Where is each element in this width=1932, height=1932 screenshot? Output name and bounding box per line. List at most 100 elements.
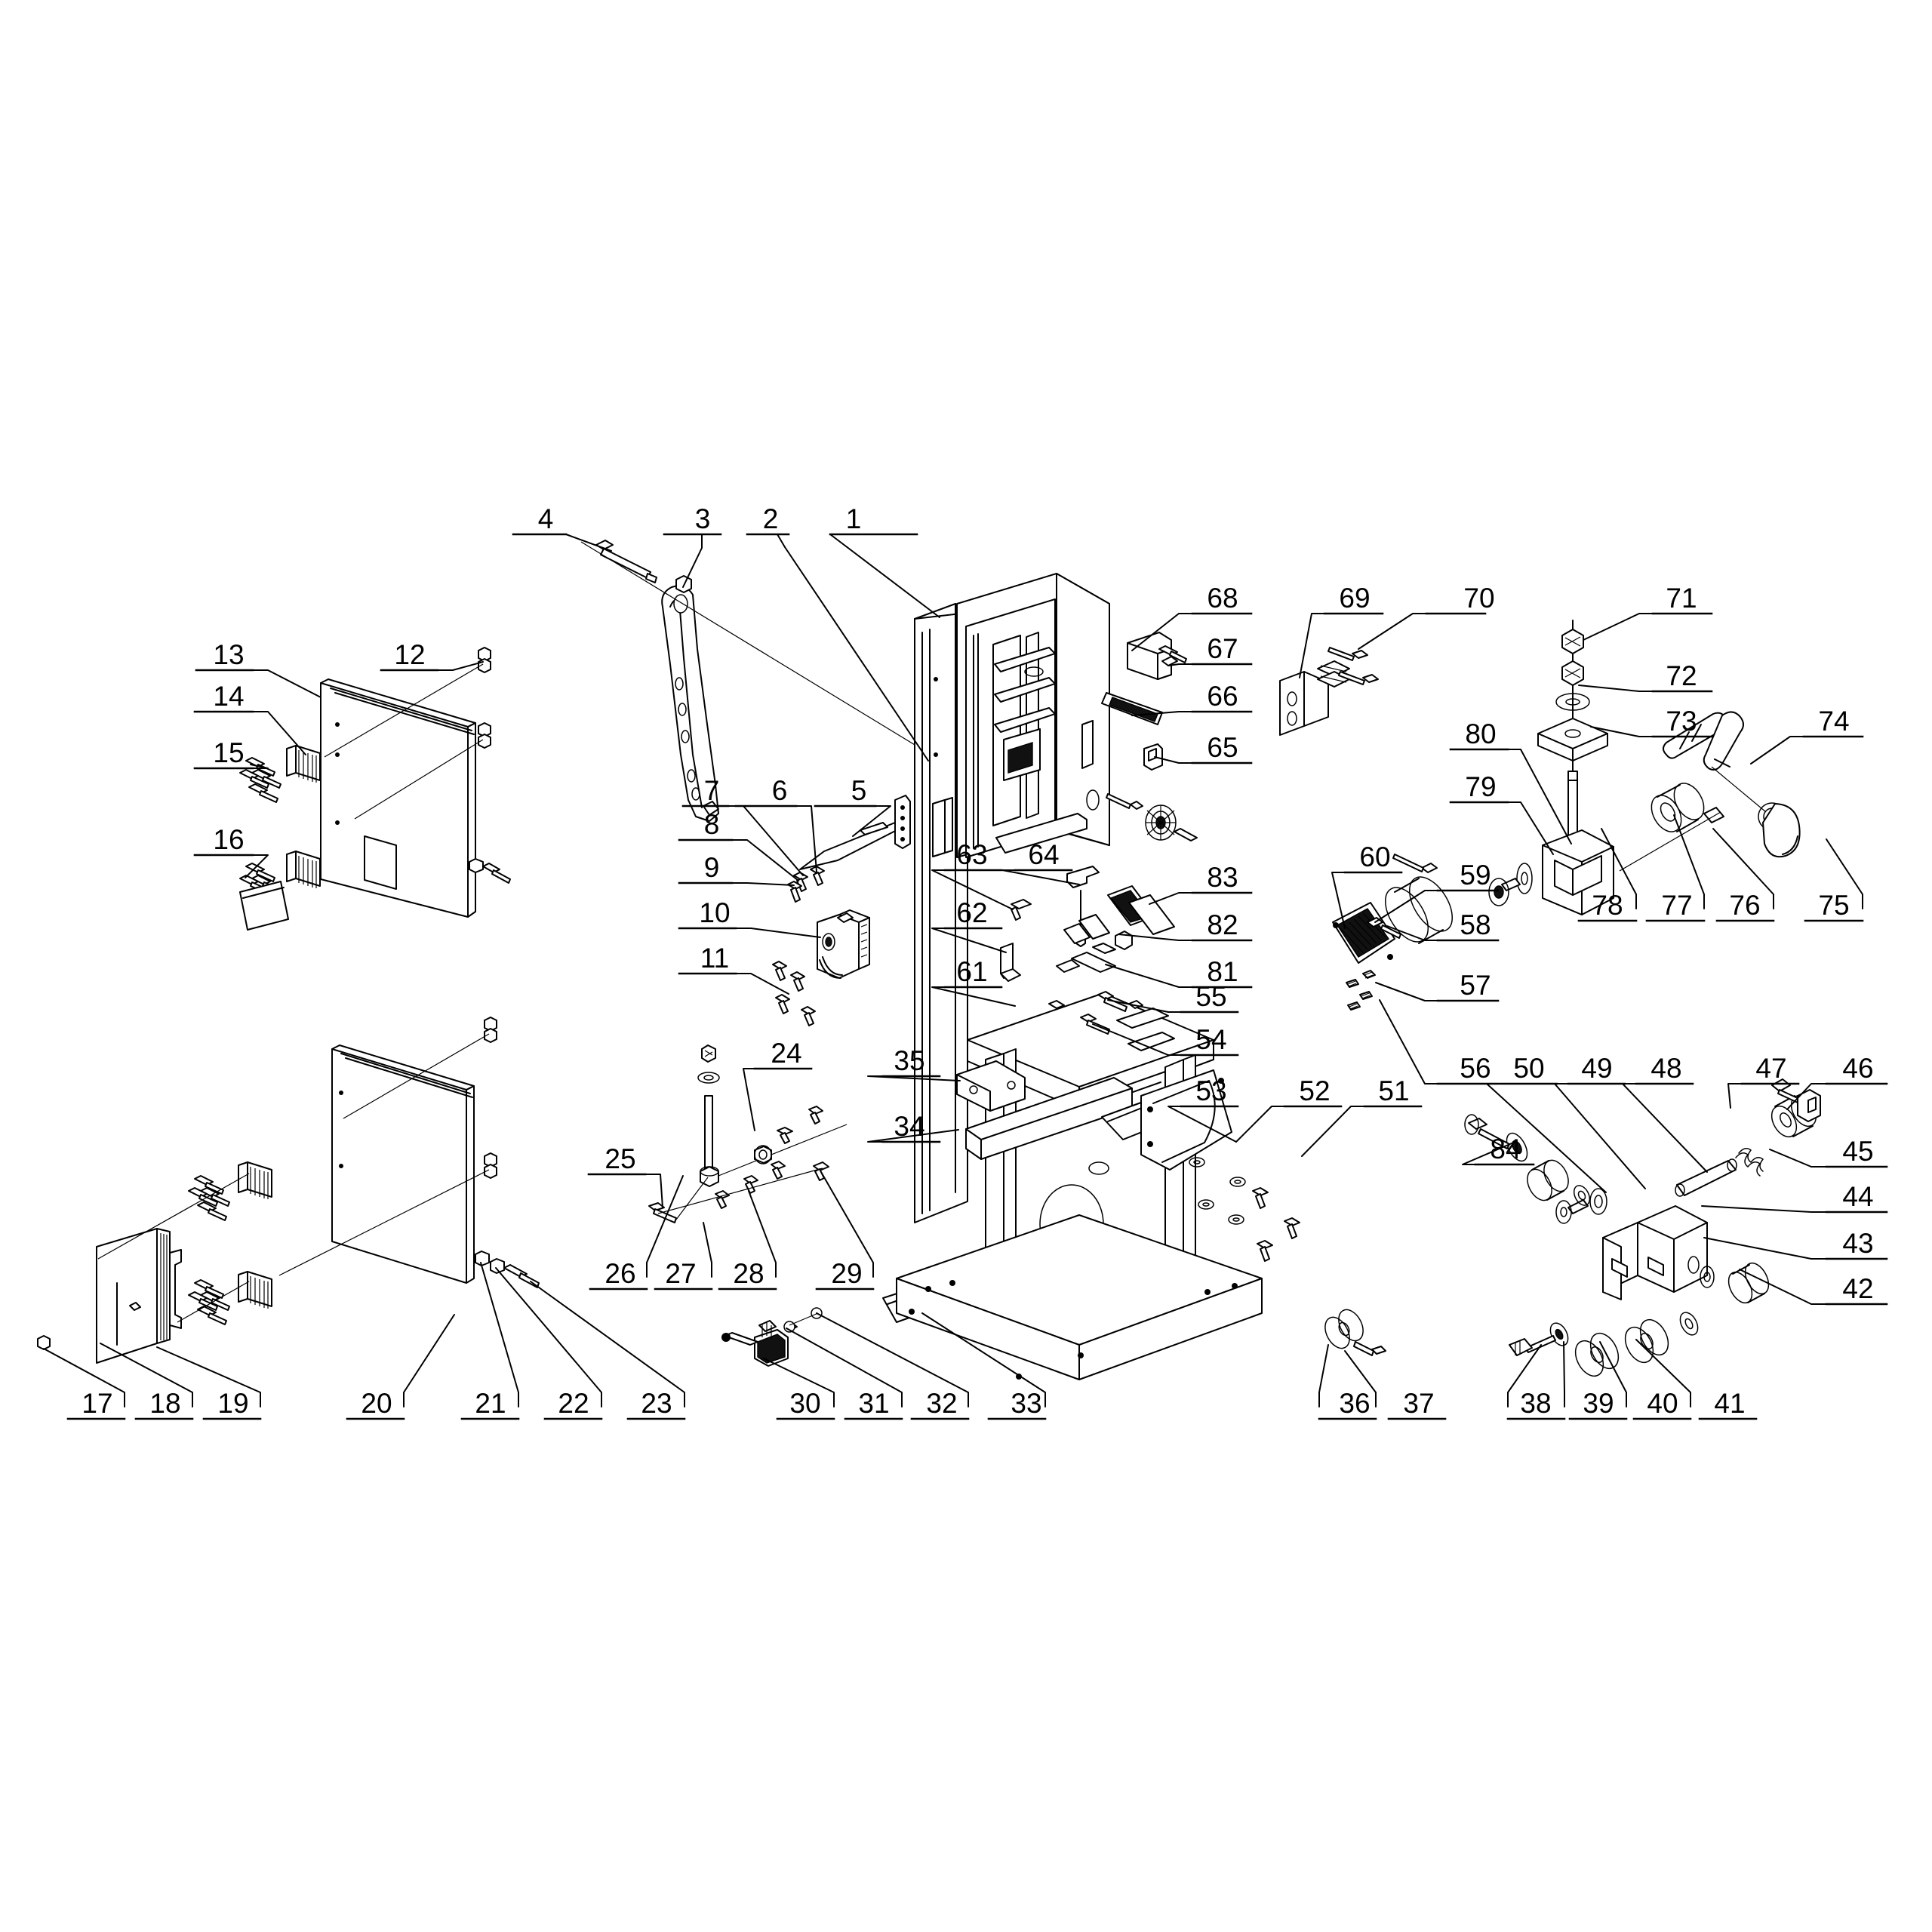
callout-47[interactable]: 47 [1740, 1053, 1800, 1085]
callout-61[interactable]: 61 [943, 956, 1003, 989]
callout-60[interactable]: 60 [1343, 841, 1403, 874]
callout-28[interactable]: 28 [718, 1258, 777, 1291]
callout-41[interactable]: 41 [1698, 1388, 1758, 1420]
callout-54[interactable]: 54 [1180, 1024, 1239, 1057]
callout-29[interactable]: 29 [815, 1258, 875, 1291]
callout-65[interactable]: 65 [1191, 732, 1253, 764]
callout-43[interactable]: 43 [1825, 1228, 1888, 1260]
callout-2[interactable]: 2 [746, 503, 790, 536]
callout-24[interactable]: 24 [753, 1038, 813, 1070]
callout-76[interactable]: 76 [1715, 890, 1775, 922]
callout-70[interactable]: 70 [1425, 583, 1495, 615]
leader-line-11 [735, 973, 789, 995]
callout-49[interactable]: 49 [1567, 1053, 1626, 1085]
callout-38[interactable]: 38 [1506, 1388, 1566, 1420]
callout-36[interactable]: 36 [1318, 1388, 1377, 1420]
callout-73[interactable]: 73 [1651, 706, 1713, 738]
callout-12[interactable]: 12 [380, 639, 439, 672]
callout-62[interactable]: 62 [943, 897, 1003, 930]
callout-8[interactable]: 8 [678, 809, 734, 841]
callout-7[interactable]: 7 [681, 775, 730, 808]
callout-50[interactable]: 50 [1499, 1053, 1558, 1085]
callout-68[interactable]: 68 [1191, 583, 1253, 615]
callout-57[interactable]: 57 [1436, 970, 1500, 1002]
callout-77[interactable]: 77 [1645, 890, 1706, 922]
callout-84[interactable]: 84 [1474, 1134, 1535, 1166]
callout-69[interactable]: 69 [1323, 583, 1384, 615]
callout-20[interactable]: 20 [346, 1388, 405, 1420]
callout-number-38: 38 [1520, 1388, 1551, 1419]
callout-42[interactable]: 42 [1825, 1273, 1888, 1306]
callout-53[interactable]: 53 [1180, 1075, 1239, 1108]
hinge-lower-lower [238, 1271, 272, 1309]
callout-14[interactable]: 14 [193, 681, 254, 713]
leader-line-80 [1507, 749, 1572, 844]
callout-51[interactable]: 51 [1363, 1075, 1423, 1108]
callout-45[interactable]: 45 [1825, 1136, 1888, 1168]
callout-66[interactable]: 66 [1191, 681, 1253, 713]
callout-number-9: 9 [704, 852, 720, 883]
callout-40[interactable]: 40 [1632, 1388, 1692, 1420]
callout-13[interactable]: 13 [195, 639, 254, 672]
callout-number-75: 75 [1818, 890, 1849, 921]
callout-81[interactable]: 81 [1191, 956, 1253, 989]
callout-number-83: 83 [1207, 862, 1238, 893]
callout-19[interactable]: 19 [202, 1388, 262, 1420]
callout-34[interactable]: 34 [881, 1111, 941, 1143]
callout-79[interactable]: 79 [1449, 771, 1509, 804]
callout-17[interactable]: 17 [66, 1388, 126, 1420]
callout-58[interactable]: 58 [1436, 909, 1500, 942]
callout-21[interactable]: 21 [460, 1388, 520, 1420]
callout-number-15: 15 [213, 737, 244, 768]
callout-5[interactable]: 5 [814, 775, 877, 808]
callout-75[interactable]: 75 [1804, 890, 1864, 922]
callout-number-48: 48 [1651, 1053, 1681, 1084]
callout-67[interactable]: 67 [1191, 633, 1253, 666]
callout-25[interactable]: 25 [587, 1143, 647, 1176]
callout-31[interactable]: 31 [844, 1388, 903, 1420]
callout-4[interactable]: 4 [512, 503, 568, 536]
callout-80[interactable]: 80 [1449, 718, 1509, 751]
callout-11[interactable]: 11 [678, 943, 737, 975]
callout-number-73: 73 [1666, 706, 1697, 737]
leader-line-84 [1462, 1140, 1518, 1165]
callout-39[interactable]: 39 [1568, 1388, 1628, 1420]
callout-27[interactable]: 27 [654, 1258, 713, 1291]
callout-22[interactable]: 22 [543, 1388, 603, 1420]
callout-9[interactable]: 9 [678, 852, 734, 884]
callout-46[interactable]: 46 [1825, 1053, 1888, 1085]
callout-59[interactable]: 59 [1436, 860, 1500, 892]
callout-44[interactable]: 44 [1825, 1181, 1888, 1214]
hinge-lower [286, 851, 321, 888]
callout-82[interactable]: 82 [1191, 909, 1253, 942]
callout-30[interactable]: 30 [776, 1388, 835, 1420]
callout-32[interactable]: 32 [910, 1388, 970, 1420]
callout-number-22: 22 [558, 1388, 589, 1419]
callout-15[interactable]: 15 [193, 737, 254, 770]
callout-35[interactable]: 35 [881, 1045, 941, 1078]
callout-10[interactable]: 10 [678, 897, 737, 930]
callout-63[interactable]: 63 [943, 839, 1003, 872]
callout-33[interactable]: 33 [987, 1388, 1047, 1420]
leader-line-42 [1739, 1269, 1827, 1305]
callout-48[interactable]: 48 [1635, 1053, 1694, 1085]
callout-52[interactable]: 52 [1283, 1075, 1343, 1108]
leader-line-46 [1786, 1083, 1827, 1110]
callout-number-59: 59 [1460, 860, 1491, 891]
callout-64[interactable]: 64 [1014, 839, 1073, 872]
callout-26[interactable]: 26 [589, 1258, 648, 1291]
callout-37[interactable]: 37 [1387, 1388, 1447, 1420]
callout-74[interactable]: 74 [1802, 706, 1864, 738]
callout-71[interactable]: 71 [1651, 583, 1713, 615]
callout-83[interactable]: 83 [1191, 862, 1253, 894]
callout-6[interactable]: 6 [734, 775, 798, 808]
callout-1[interactable]: 1 [829, 503, 918, 536]
callout-72[interactable]: 72 [1651, 660, 1713, 693]
callout-78[interactable]: 78 [1577, 890, 1638, 922]
callout-18[interactable]: 18 [134, 1388, 194, 1420]
callout-23[interactable]: 23 [626, 1388, 686, 1420]
callout-3[interactable]: 3 [663, 503, 722, 536]
callout-56[interactable]: 56 [1436, 1053, 1500, 1085]
callout-16[interactable]: 16 [193, 824, 254, 857]
callout-number-67: 67 [1207, 633, 1238, 664]
